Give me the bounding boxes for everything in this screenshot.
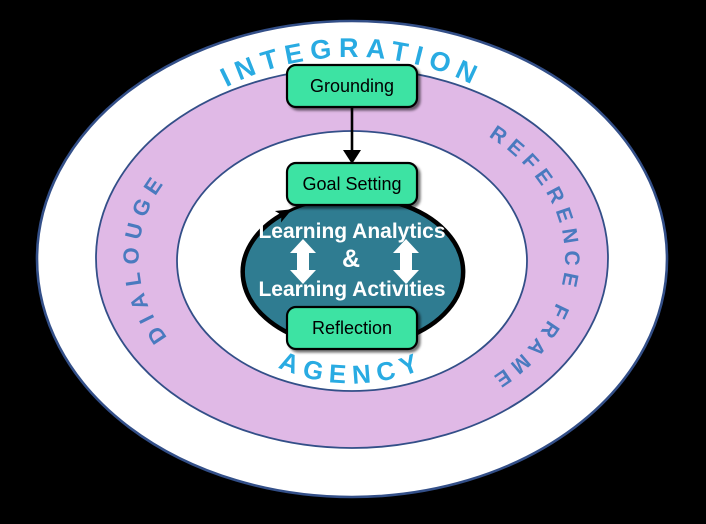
goal-setting-box: Goal Setting <box>285 161 419 207</box>
grounding-label: Grounding <box>310 76 394 96</box>
reflection-box-shape <box>285 305 419 351</box>
arrow-down-icon <box>343 150 361 164</box>
reflection-box: Reflection <box>285 305 419 351</box>
reflection-label: Reflection <box>312 318 392 338</box>
grounding-box-shape <box>285 63 419 109</box>
center-text-line2: Learning Activities <box>258 278 445 301</box>
goal-setting-label: Goal Setting <box>302 174 401 194</box>
goal-setting-box-shape <box>285 161 419 207</box>
center-text-line1: Learning Analytics <box>258 220 445 243</box>
cycle-arrow-down-right-icon <box>397 201 466 342</box>
center-ampersand: & <box>342 245 360 273</box>
cycle-arrow-up-left-icon <box>240 209 307 343</box>
double-arrow-left-icon <box>290 239 316 284</box>
double-arrow-right-icon <box>393 239 419 284</box>
grounding-box: Grounding <box>285 63 419 109</box>
grounding-to-goal-arrow <box>343 108 361 164</box>
